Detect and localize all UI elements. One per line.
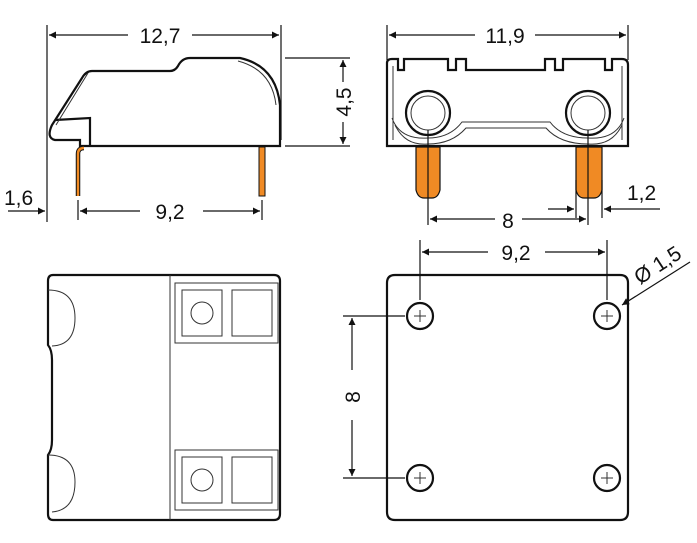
front-housing: [385, 57, 630, 148]
side-width-label: 12,7: [140, 25, 181, 48]
hole-bottom-left: [405, 463, 435, 493]
side-height-label: 4,5: [333, 87, 356, 116]
front-width-label: 11,9: [485, 25, 524, 48]
hole-y-pitch-label: 8: [342, 391, 365, 403]
hole-top-right: [592, 301, 622, 331]
front-view: 11,9 8 1,2: [385, 25, 660, 233]
front-pin-right: [575, 146, 603, 199]
hole-x-pitch-label: 9,2: [501, 242, 530, 265]
side-pin-pitch-label: 9,2: [155, 201, 184, 224]
side-offset-label: 1,6: [4, 187, 33, 210]
side-pin-left: [76, 146, 85, 196]
hole-bottom-right: [592, 463, 622, 493]
front-pin-pitch-label: 8: [502, 210, 514, 233]
hole-top-left: [405, 301, 435, 331]
bottom-view-housing: [46, 273, 282, 522]
pcb-hole-pattern: 9,2 8 Ø 1,5: [342, 240, 691, 522]
side-view: 12,7 4,5 1,6 9,2: [4, 25, 356, 224]
front-pin-width-label: 1,2: [627, 182, 656, 205]
side-pin-right: [258, 146, 266, 197]
side-housing: [48, 56, 282, 148]
